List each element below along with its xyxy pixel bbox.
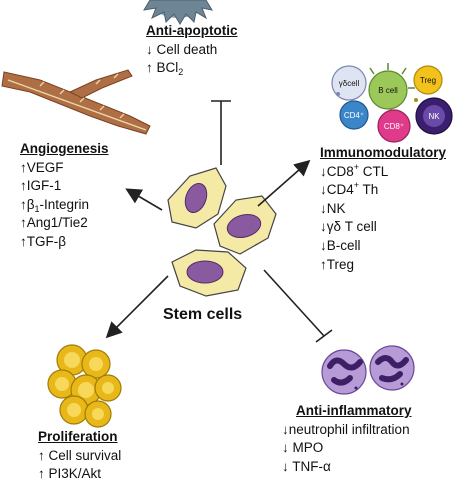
increase-arrow: ↑ xyxy=(20,215,27,231)
arrow-proliferation xyxy=(105,275,169,339)
decrease-arrow: ↓ xyxy=(320,237,327,253)
list-item: ↑Ang1/Tie2 xyxy=(20,214,109,233)
diagram-canvas: γδcell B cell Treg CD4⁺ CD8⁺ NK xyxy=(1,0,453,481)
immune-cell-labels: γδcell B cell Treg CD4⁺ CD8⁺ NK xyxy=(339,76,440,131)
item-text: CD4 xyxy=(326,182,354,198)
increase-arrow: ↑ xyxy=(20,196,27,212)
item-superscript: + xyxy=(353,180,360,191)
item-text: BCl xyxy=(156,60,179,76)
item-text: CD8 xyxy=(326,163,354,179)
list-item: ↓neutrophil infiltration xyxy=(282,421,412,440)
inhibit-bar-anti-inflammatory xyxy=(315,329,333,343)
increase-arrow: ↑ xyxy=(20,178,27,194)
item-text: Cell survival xyxy=(48,447,122,463)
increase-arrow: ↑ xyxy=(320,256,327,272)
apoptotic-cell-illustration xyxy=(143,0,214,25)
list-item: ↓B-cell xyxy=(320,237,446,256)
item-subscript: 1 xyxy=(34,203,40,214)
list-item: ↑Treg xyxy=(320,256,446,275)
item-text: VEGF xyxy=(26,159,64,175)
cell-label-treg: Treg xyxy=(420,76,436,85)
neutrophils-illustration xyxy=(321,345,415,395)
list-item: ↓CD4+ Th xyxy=(320,181,446,200)
stem-cells-illustration xyxy=(167,167,277,297)
angiogenesis-panel: Angiogenesis ↑VEGF ↑IGF-1 ↑β1-Integrin ↑… xyxy=(20,140,109,252)
list-item: ↑β1-Integrin xyxy=(20,196,109,215)
anti-inflammatory-panel: Anti-inflammatory ↓neutrophil infiltrati… xyxy=(282,402,412,476)
item-text: Cell death xyxy=(156,41,218,57)
item-text: MPO xyxy=(292,440,324,456)
list-item: ↑VEGF xyxy=(20,159,109,178)
item-text-tail: -Integrin xyxy=(39,196,90,212)
item-text-tail: Th xyxy=(359,182,379,198)
list-item: ↓ TNF-α xyxy=(282,458,412,477)
immunomodulatory-heading: Immunomodulatory xyxy=(320,145,447,160)
immunomodulatory-panel: Immunomodulatory ↓CD8+ CTL ↓CD4+ Th ↓NK … xyxy=(320,144,446,274)
proliferation-panel: Proliferation ↑ Cell survival ↑ PI3K/Akt xyxy=(38,428,121,484)
connectors xyxy=(105,100,333,343)
increase-arrow: ↑ xyxy=(20,159,27,175)
increase-arrow: ↑ xyxy=(146,60,153,76)
item-text: neutrophil infiltration xyxy=(288,421,410,437)
decrease-arrow: ↓ xyxy=(282,421,289,437)
item-text-tail: CTL xyxy=(359,163,389,179)
decrease-arrow: ↓ xyxy=(320,219,327,235)
item-text: Treg xyxy=(326,256,355,272)
increase-arrow: ↑ xyxy=(38,447,45,463)
anti-inflammatory-heading: Anti-inflammatory xyxy=(296,403,412,418)
stem-cells-label: Stem cells xyxy=(163,306,243,323)
b-cell xyxy=(368,70,408,110)
gamma-delta-cell xyxy=(331,65,367,101)
decrease-arrow: ↓ xyxy=(282,440,289,456)
arrow-angiogenesis xyxy=(125,188,163,211)
list-item: ↓CD8+ CTL xyxy=(320,161,446,182)
cd4-cell xyxy=(339,100,369,130)
cell-label-gamma-delta: γδcell xyxy=(339,79,360,88)
item-text: Ang1/Tie2 xyxy=(26,215,88,231)
decrease-arrow: ↓ xyxy=(320,182,327,198)
item-text: TGF-β xyxy=(26,233,67,249)
cell-label-nk: NK xyxy=(428,112,440,121)
list-item: ↑ BCl2 xyxy=(146,59,237,78)
proliferation-heading: Proliferation xyxy=(38,429,118,444)
proliferating-cells-illustration xyxy=(47,344,122,428)
anti-apoptotic-heading: Anti-apoptotic xyxy=(146,23,238,38)
item-superscript: + xyxy=(353,161,360,172)
decrease-arrow: ↓ xyxy=(320,163,327,179)
connector-anti-inflammatory xyxy=(263,269,325,337)
blood-vessel-illustration xyxy=(1,69,151,135)
list-item: ↑TGF-β xyxy=(20,233,109,252)
list-item: ↓ Cell death xyxy=(146,41,237,60)
item-text: β xyxy=(26,196,35,212)
item-text: NK xyxy=(326,200,346,216)
angiogenesis-heading: Angiogenesis xyxy=(20,141,109,156)
list-item: ↑ Cell survival xyxy=(38,447,121,466)
increase-arrow: ↑ xyxy=(20,233,27,249)
list-item: ↓γδ T cell xyxy=(320,218,446,237)
item-text: TNF-α xyxy=(292,458,331,474)
diagram-artwork: γδcell B cell Treg CD4⁺ CD8⁺ NK xyxy=(1,0,453,428)
list-item: ↓NK xyxy=(320,200,446,219)
list-item: ↓ MPO xyxy=(282,439,412,458)
arrow-immunomodulatory xyxy=(257,159,311,207)
immune-cells-illustration xyxy=(331,63,453,143)
cell-label-b-cell: B cell xyxy=(378,86,398,95)
item-text: γδ T cell xyxy=(326,219,377,235)
cell-label-cd8: CD8⁺ xyxy=(384,122,404,131)
decrease-arrow: ↓ xyxy=(282,458,289,474)
list-item: ↑ PI3K/Akt xyxy=(38,465,121,484)
item-subscript: 2 xyxy=(178,67,184,78)
cell-label-cd4: CD4⁺ xyxy=(344,111,364,120)
list-item: ↑IGF-1 xyxy=(20,177,109,196)
item-text: B-cell xyxy=(326,237,361,253)
item-text: IGF-1 xyxy=(26,178,62,194)
anti-apoptotic-panel: Anti-apoptotic ↓ Cell death ↑ BCl2 xyxy=(146,22,237,78)
decrease-arrow: ↓ xyxy=(146,41,153,57)
decrease-arrow: ↓ xyxy=(320,200,327,216)
treg-cell xyxy=(413,65,443,95)
cd8-cell xyxy=(377,109,411,143)
